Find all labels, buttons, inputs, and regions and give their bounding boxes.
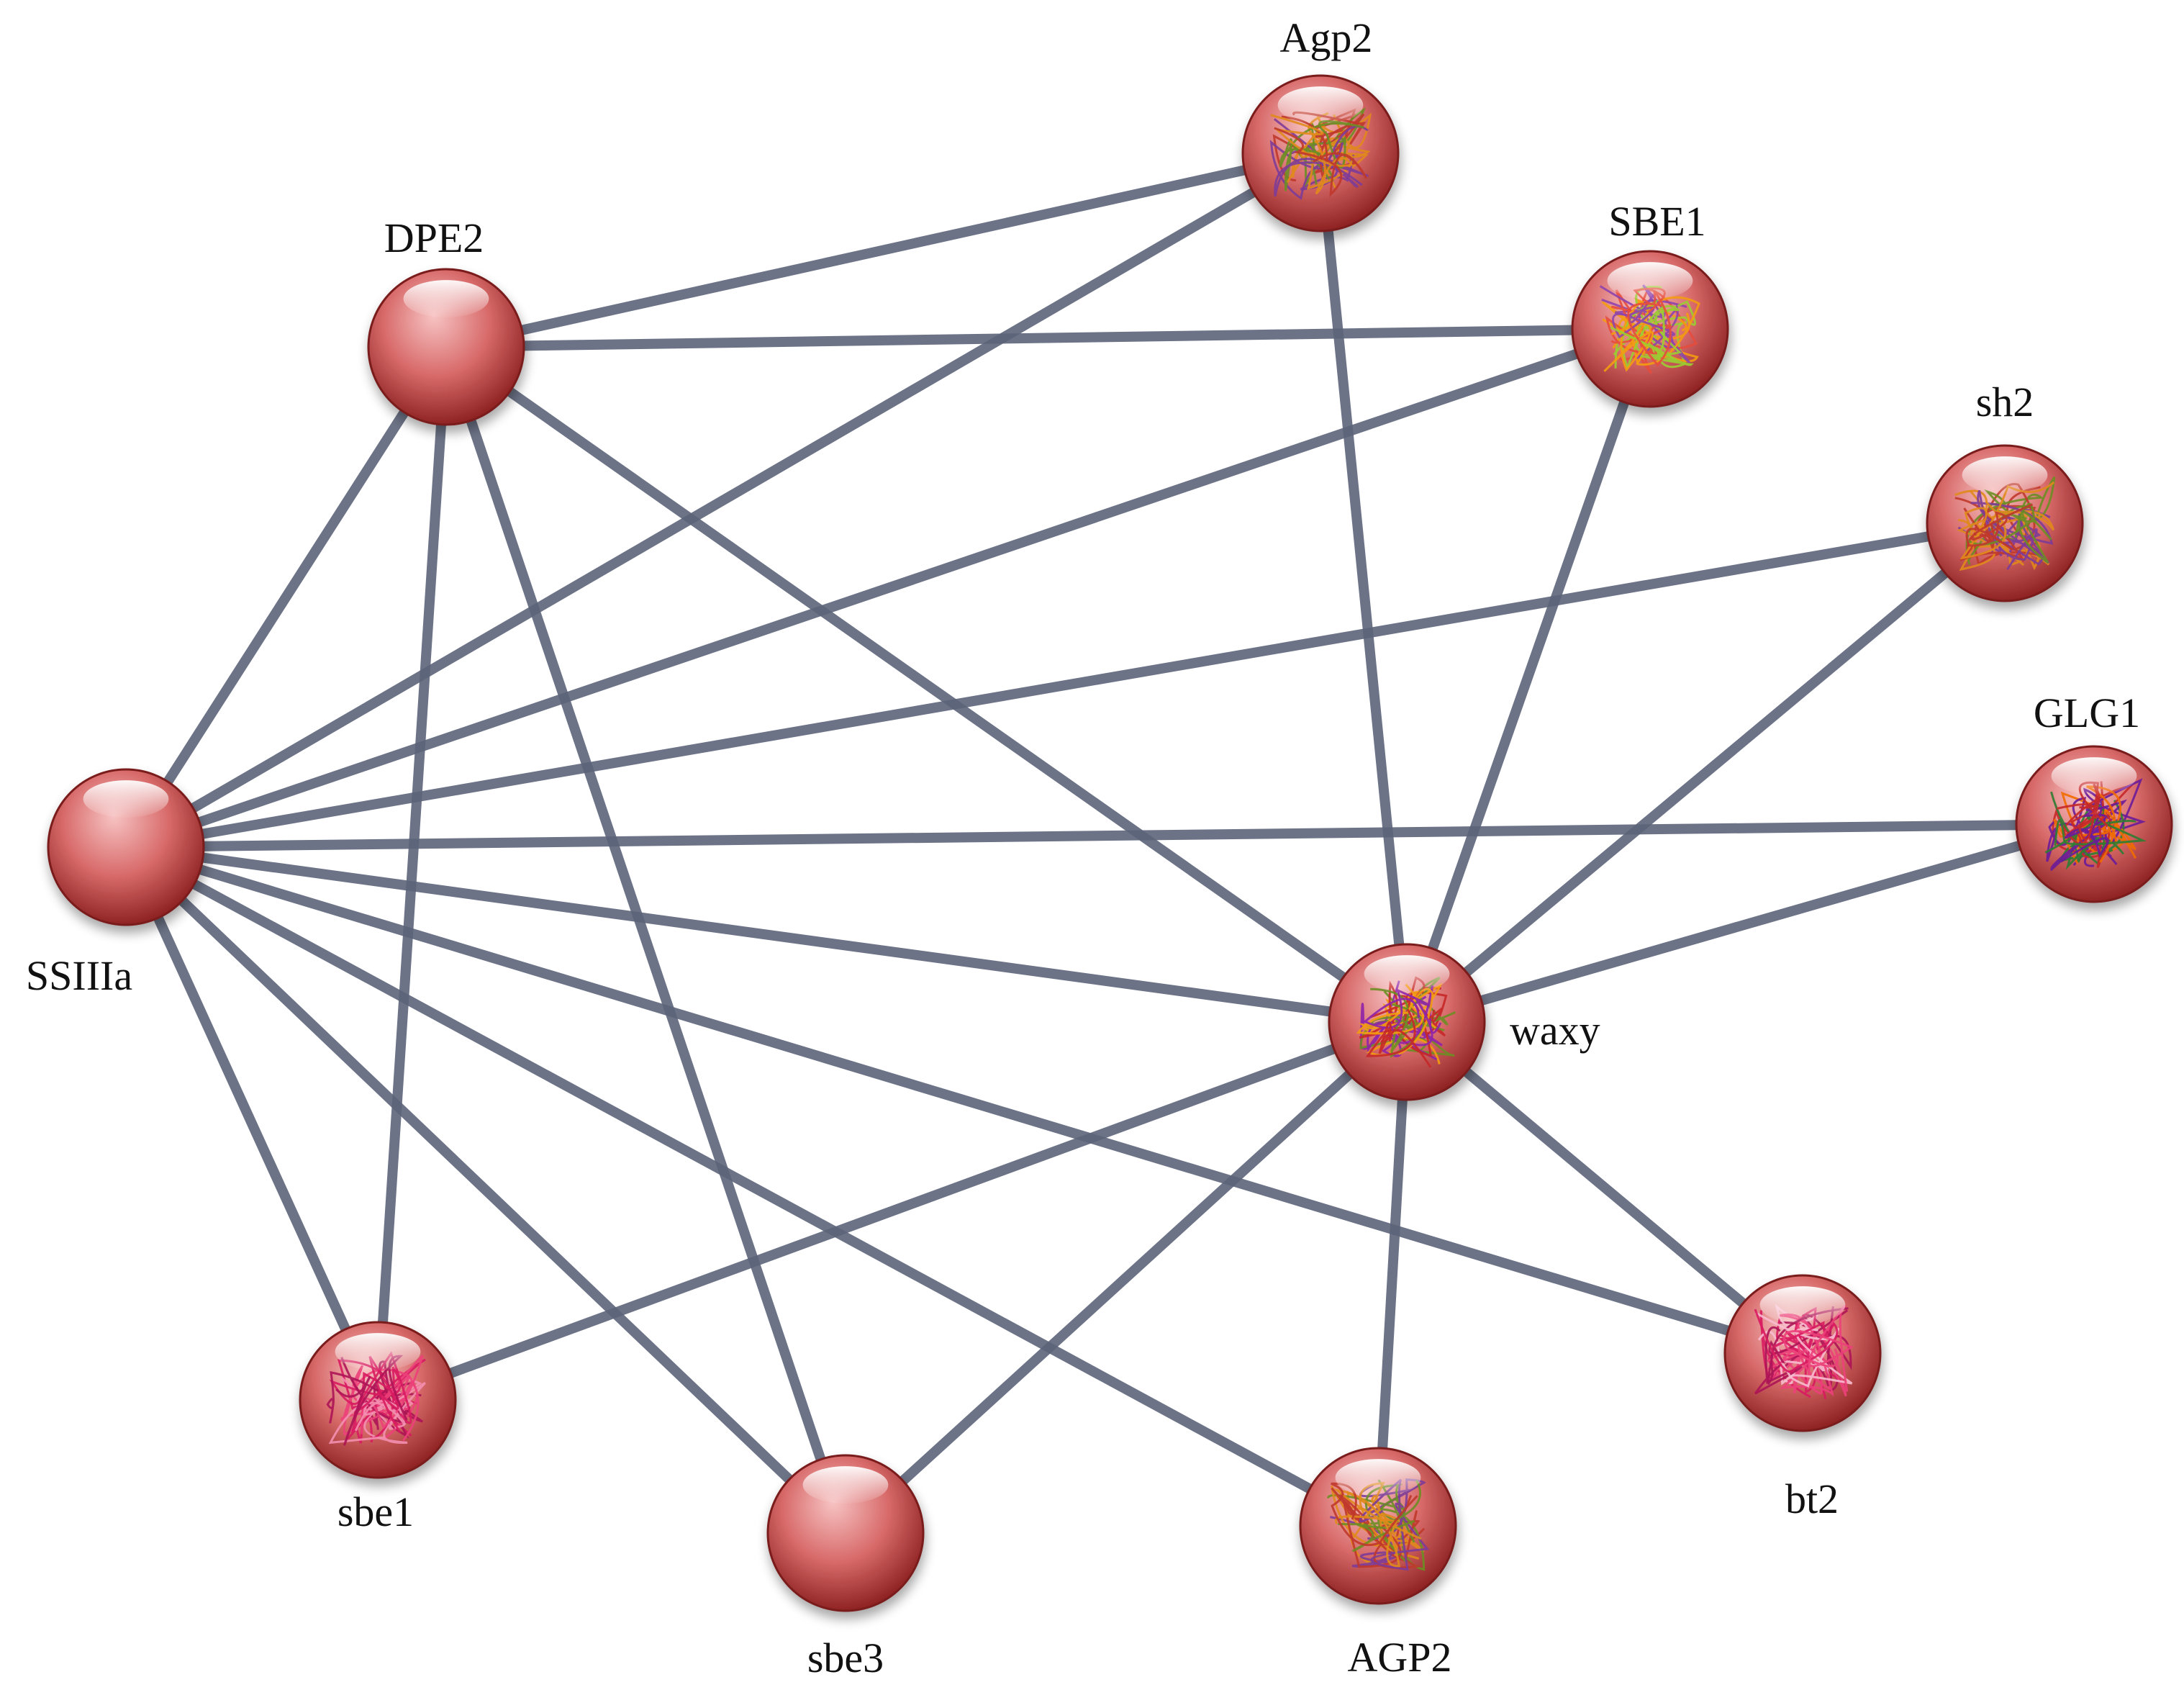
edge-sh2-waxy (1403, 519, 2008, 1026)
edge-dpe2-agp2 (445, 148, 1322, 352)
node-sphere[interactable] (766, 1454, 925, 1612)
edge-ssiiia-sbe1 (121, 845, 383, 1402)
protein-structure-icon (1599, 284, 1700, 374)
node-sh2[interactable]: sh2 (1926, 379, 2084, 602)
protein-structure-icon (326, 1351, 426, 1446)
node-label-sbe1: SBE1 (1608, 198, 1705, 245)
node-highlight (802, 1466, 889, 1504)
node-label-sh2: sh2 (1976, 379, 2034, 425)
edges-layer (121, 148, 2095, 1537)
edge-waxy-agp2 (1373, 1021, 1412, 1527)
edge-sbe1-waxy (1402, 327, 1655, 1024)
node-waxy[interactable]: waxy (1328, 943, 1600, 1101)
edge-dpe2-waxy (443, 343, 1410, 1026)
node-label-agp2: AGP2 (1347, 1634, 1451, 1681)
node-agp2[interactable]: Agp2 (1241, 14, 1400, 232)
node-highlight (1607, 262, 1693, 299)
node-label-dpe2: DPE2 (384, 214, 484, 261)
node-sphere[interactable] (367, 268, 525, 426)
node-label-waxy: waxy (1510, 1007, 1600, 1054)
node-sbe1[interactable]: sbe1 (299, 1321, 457, 1535)
node-ssiiia[interactable]: SSIIIa (26, 768, 205, 999)
edge-ssiiia-bt2 (124, 842, 1805, 1358)
node-highlight (1277, 86, 1364, 124)
node-highlight (2051, 757, 2137, 795)
node-label-bt2: bt2 (1785, 1475, 1839, 1522)
edge-dpe2-sbe1 (373, 346, 451, 1401)
edge-agp2-ssiiia (123, 148, 1323, 852)
edge-ssiiia-sbe3 (122, 843, 849, 1537)
node-highlight (403, 280, 489, 317)
node-highlight (335, 1333, 421, 1370)
node-label-glg1: GLG1 (2034, 690, 2140, 736)
edge-glg1-ssiiia (125, 819, 2095, 852)
edge-waxy-bt2 (1403, 1018, 1806, 1357)
node-agp2[interactable]: AGP2 (1299, 1447, 1457, 1681)
edge-glg1-waxy (1405, 819, 2095, 1027)
edge-ssiiia-agp2 (123, 842, 1381, 1531)
edge-agp2-waxy (1315, 153, 1412, 1023)
node-highlight (1335, 1459, 1421, 1496)
node-dpe2[interactable]: DPE2 (367, 214, 525, 426)
node-highlight (1962, 456, 2048, 494)
node-label-sbe1: sbe1 (337, 1488, 414, 1535)
protein-structure-icon (1954, 476, 2056, 571)
edge-waxy-sbe3 (842, 1018, 1410, 1537)
node-label-agp2: Agp2 (1280, 14, 1373, 61)
node-sbe3[interactable]: sbe3 (766, 1454, 925, 1681)
node-highlight (1364, 955, 1450, 993)
node-highlight (83, 780, 169, 818)
edge-sh2-ssiiia (124, 518, 2006, 852)
edge-dpe2-ssiiia (122, 344, 450, 850)
node-sphere[interactable] (47, 768, 205, 926)
edge-dpe2-sbe1 (445, 324, 1651, 352)
edge-ssiiia-waxy (125, 842, 1408, 1027)
node-highlight (1759, 1286, 1846, 1324)
edge-dpe2-sbe3 (441, 345, 851, 1535)
node-glg1[interactable]: GLG1 (2015, 690, 2173, 903)
node-sbe1[interactable]: SBE1 (1571, 198, 1729, 408)
protein-structure-icon (1327, 1478, 1430, 1571)
node-label-ssiiia: SSIIIa (26, 952, 132, 999)
edge-waxy-sbe1 (376, 1017, 1409, 1405)
node-bt2[interactable]: bt2 (1723, 1274, 1882, 1522)
node-label-sbe3: sbe3 (807, 1635, 884, 1681)
edge-sbe1-ssiiia (124, 324, 1652, 852)
